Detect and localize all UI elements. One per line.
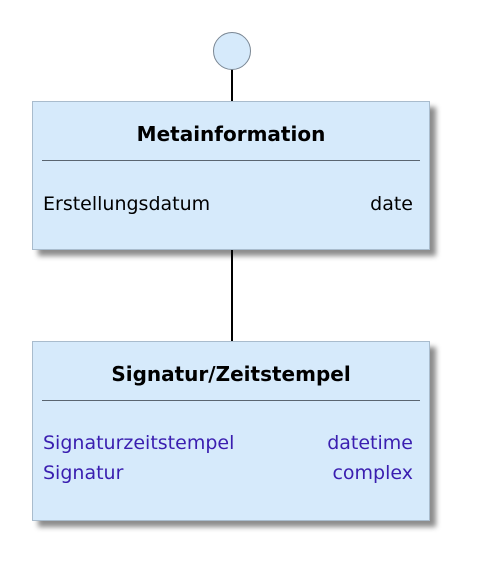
class-signatur-zeitstempel[interactable]: Signatur/Zeitstempel Signaturzeitstempel…: [32, 341, 430, 521]
class-divider: [42, 400, 420, 401]
initial-node: [213, 32, 251, 70]
attribute-type: datetime: [327, 432, 413, 454]
attribute-name: Erstellungsdatum: [43, 193, 211, 215]
attribute-name: Signatur: [43, 462, 124, 484]
attribute-row: Erstellungsdatum date: [43, 191, 413, 217]
start-connector: [231, 69, 233, 101]
attribute-type: date: [370, 193, 413, 215]
attribute-type: complex: [332, 462, 413, 484]
class-title: Metainformation: [136, 122, 326, 146]
association-line: [231, 250, 233, 341]
attribute-row: Signatur complex: [43, 460, 413, 486]
class-divider: [42, 160, 420, 161]
class-metainformation[interactable]: Metainformation Erstellungsdatum date: [32, 101, 430, 250]
class-title: Signatur/Zeitstempel: [111, 362, 351, 386]
attribute-row: Signaturzeitstempel datetime: [43, 430, 413, 456]
attribute-name: Signaturzeitstempel: [43, 432, 235, 454]
